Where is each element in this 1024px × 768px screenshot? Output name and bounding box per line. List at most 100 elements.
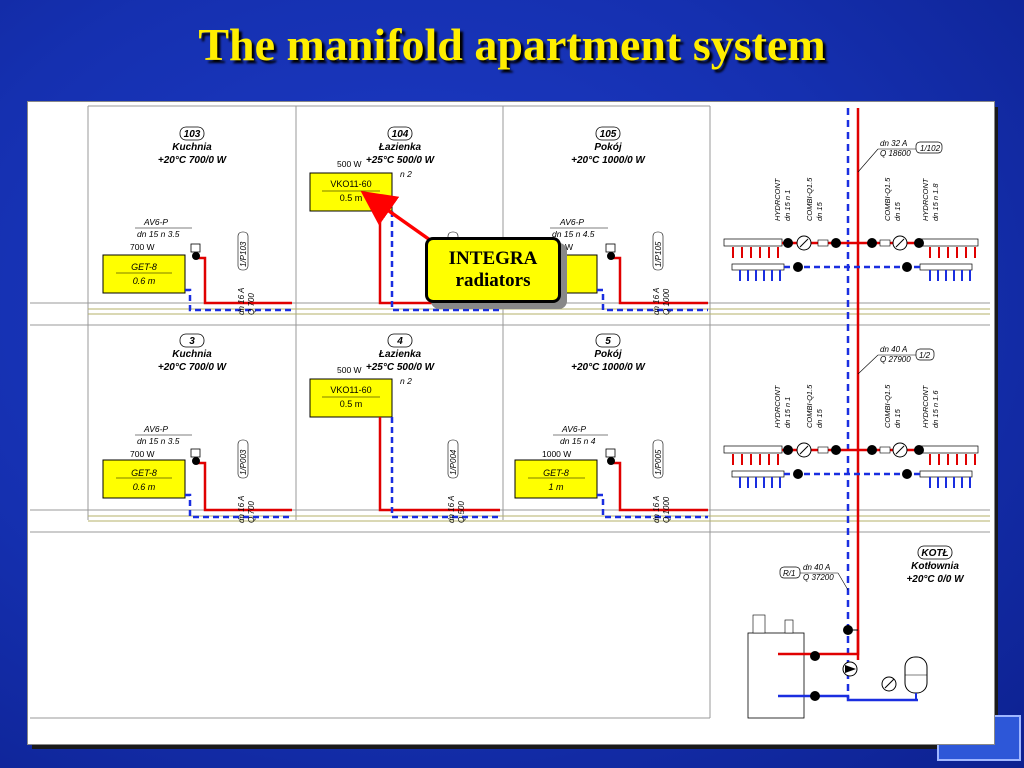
room-name: Kuchnia — [172, 142, 212, 153]
riser-q: Q 18600 — [880, 149, 911, 158]
radiator-room-bottom: GET-8 1 m — [514, 459, 598, 499]
manifold-label: dn 15 n 1 — [783, 190, 792, 221]
radiator-length: 0.6 m — [133, 276, 156, 286]
valve-power: 700 W — [130, 449, 155, 459]
pipe-q: Q 500 — [457, 501, 466, 523]
radiator-model: GET-8 — [131, 468, 157, 478]
room-number: 103 — [184, 129, 201, 140]
room-number: 104 — [392, 129, 409, 140]
valve-power: 700 W — [130, 242, 155, 252]
drawing-sheet — [27, 101, 995, 745]
manifold-label: COMBI-Q1.5 — [883, 384, 892, 428]
bath-power-top: 500 W — [337, 159, 362, 169]
pipe-q: Q 700 — [247, 501, 256, 523]
room-number: 3 — [189, 336, 195, 347]
room-params: +20°C 1000/0 W — [571, 362, 646, 373]
room-name: Pokój — [594, 142, 621, 153]
manifold-label: dn 15 n 1 — [783, 397, 792, 428]
manifold-label: HYDRCONT — [773, 177, 782, 221]
room-pipes — [185, 211, 708, 519]
manifold-label: dn 15 — [815, 408, 824, 428]
riser-dn: dn 32 A — [880, 139, 907, 148]
risers — [846, 108, 860, 698]
pipe-q: Q 1000 — [662, 288, 671, 315]
manifold-label: HYDRCONT — [773, 384, 782, 428]
manifold-label: COMBI-Q1.5 — [805, 177, 814, 221]
riser-tag: 1/102 — [920, 144, 941, 153]
room-params: +20°C 700/0 W — [158, 362, 228, 373]
pipe-dn: dn 16 A — [237, 496, 246, 523]
callout-line2: radiators — [455, 270, 531, 291]
pipe-dn: dn 16 A — [447, 496, 456, 523]
bath-power-bottom: 500 W — [337, 365, 362, 375]
valve-type: AV6-P — [143, 217, 168, 227]
room-number: 5 — [605, 336, 611, 347]
radiator-model: GET-8 — [131, 262, 157, 272]
room-number: 105 — [600, 129, 617, 140]
radiator-model: GET-8 — [543, 468, 569, 478]
radiator-model: VKO11-60 — [330, 385, 371, 395]
room-name: Łazienka — [378, 349, 422, 360]
riser-q: Q 27900 — [880, 355, 911, 364]
manifold-label: HYDRCONT — [921, 177, 930, 221]
manifold-label: dn 15 n 1.6 — [931, 390, 940, 428]
room-name: Pokój — [594, 349, 621, 360]
callout-line1: INTEGRA — [448, 248, 538, 269]
pipe-q: Q 700 — [247, 293, 256, 315]
radiator-model: VKO11-60 — [330, 179, 371, 189]
integra-callout: INTEGRA radiators — [425, 237, 561, 303]
manifold-label: COMBI-Q1.5 — [883, 177, 892, 221]
manifold-label: dn 15 — [893, 408, 902, 428]
pipe-tag-label: 1/P103 — [239, 241, 248, 267]
riser-q: Q 37200 — [803, 573, 834, 582]
valve-dn: dn 15 n 3.5 — [137, 229, 180, 239]
pipe-tag-label: 1/P003 — [239, 449, 248, 475]
manifold-label: COMBI-Q1.5 — [805, 384, 814, 428]
pipe-dn: dn 16 A — [237, 288, 246, 315]
riser-tag: 1/2 — [919, 351, 931, 360]
radiator-length: 0.5 m — [340, 193, 363, 203]
callout-arrow — [360, 190, 432, 242]
pipe-dn: dn 16 A — [652, 288, 661, 315]
boiler-params: +20°C 0/0 W — [906, 574, 965, 585]
room-name: Kuchnia — [172, 349, 212, 360]
radiator-kitchen-bottom: GET-8 0.6 m — [102, 459, 186, 499]
room-params: +20°C 1000/0 W — [571, 155, 646, 166]
riser-dn: dn 40 A — [880, 345, 907, 354]
radiator-kitchen-top: GET-8 0.6 m — [102, 254, 186, 294]
bath-n-bottom: n 2 — [400, 376, 412, 386]
manifold-label: dn 15 — [893, 201, 902, 221]
valve-type: AV6-P — [561, 424, 586, 434]
manifold-label: HYDRCONT — [921, 384, 930, 428]
valve-dn: dn 15 n 4 — [560, 436, 596, 446]
slide-title: The manifold apartment system — [198, 19, 826, 70]
boiler-code: KOTŁ — [921, 548, 948, 559]
valve-type: AV6-P — [143, 424, 168, 434]
radiator-bath-bottom: VKO11-60 0.5 m — [309, 378, 393, 418]
room-number: 4 — [396, 336, 403, 347]
pipe-tag-label: 1/P005 — [654, 449, 663, 475]
riser-dn: dn 40 A — [803, 563, 830, 572]
manifold-label: dn 15 n 1.8 — [931, 183, 940, 221]
manifold-label: dn 15 — [815, 201, 824, 221]
room-params: +20°C 700/0 W — [158, 155, 228, 166]
pipe-tag-label: 1/P105 — [654, 241, 663, 267]
valve-dn: dn 15 n 3.5 — [137, 436, 180, 446]
valve-power: 1000 W — [542, 449, 571, 459]
radiator-length: 0.5 m — [340, 399, 363, 409]
room-params: +25°C 500/0 W — [366, 362, 436, 373]
radiator-length: 0.6 m — [133, 482, 156, 492]
